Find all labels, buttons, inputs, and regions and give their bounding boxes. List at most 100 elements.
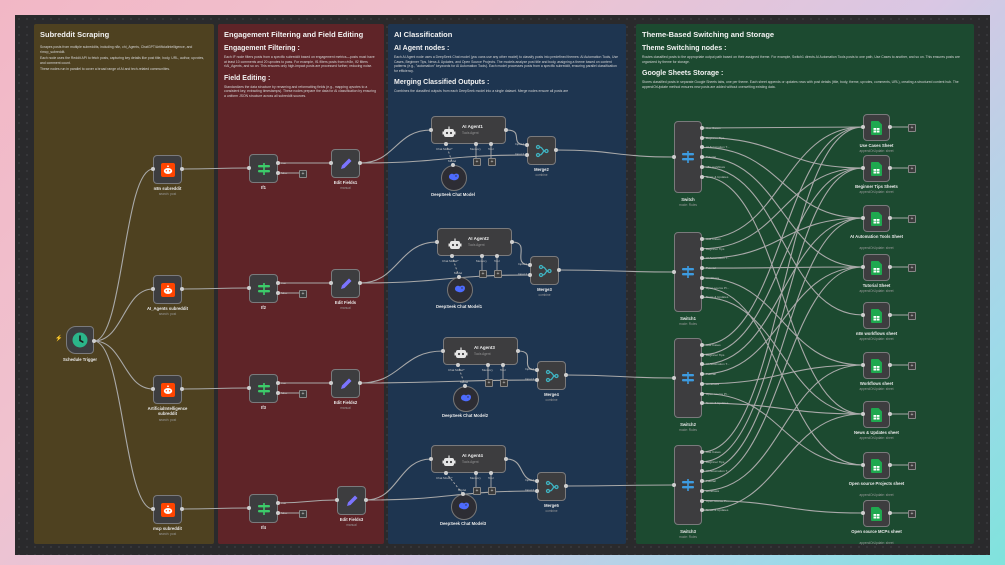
connection-port[interactable] [861,166,865,170]
if-node[interactable] [249,154,278,183]
connection-port[interactable] [888,216,892,220]
if-node[interactable] [249,374,278,403]
merge-input-2[interactable] [528,273,532,277]
schedule-trigger-node[interactable] [66,326,94,354]
deepseek-model-node[interactable] [447,277,473,303]
connection-port[interactable] [180,387,184,391]
connection-port[interactable] [504,457,508,461]
connection-port[interactable] [180,287,184,291]
chat-model-port[interactable] [450,254,454,258]
reddit-node[interactable] [153,495,182,524]
switch-output-port[interactable] [700,508,704,513]
connection-port[interactable] [92,339,96,343]
switch-output-port[interactable] [700,275,704,280]
add-node-button[interactable]: + [908,510,916,518]
add-node-button[interactable]: + [494,270,502,278]
edit-fields-node[interactable] [331,269,360,298]
connection-port[interactable] [672,270,676,274]
connection-port[interactable] [564,373,568,377]
merge-input-1[interactable] [535,479,539,483]
connection-port[interactable] [672,483,676,487]
connection-port[interactable] [557,268,561,272]
connection-port[interactable] [888,363,892,367]
connection-port[interactable] [888,313,892,317]
merge-node[interactable] [537,361,566,390]
connection-port[interactable] [276,511,280,515]
google-sheets-node[interactable] [863,254,890,281]
switch-output-port[interactable] [700,126,704,130]
connection-port[interactable] [151,507,155,511]
connection-port[interactable] [861,216,865,220]
memory-port[interactable] [480,254,484,258]
connection-port[interactable] [180,167,184,171]
switch-node[interactable] [674,121,702,193]
connection-port[interactable] [861,511,865,515]
merge-input-1[interactable] [535,368,539,372]
google-sheets-node[interactable] [863,155,890,182]
connection-port[interactable] [151,287,155,291]
connection-port[interactable] [276,171,280,175]
connection-port[interactable] [888,265,892,269]
model-port[interactable] [461,492,465,496]
switch-output-port[interactable] [700,266,704,271]
add-node-button[interactable]: + [500,379,508,387]
connection-port[interactable] [358,281,362,285]
tool-port[interactable] [489,142,493,146]
switch-output-port[interactable] [700,145,704,150]
connection-port[interactable] [888,511,892,515]
google-sheets-node[interactable] [863,302,890,329]
switch-output-port[interactable] [700,352,704,357]
connection-port[interactable] [564,484,568,488]
model-port[interactable] [451,163,455,167]
reddit-node[interactable] [153,375,182,404]
switch-output-port[interactable] [700,391,704,396]
deepseek-model-node[interactable] [453,386,479,412]
connection-port[interactable] [276,281,280,285]
merge-input-2[interactable] [525,153,529,157]
connection-port[interactable] [672,155,676,159]
connection-port[interactable] [247,506,251,510]
switch-output-port[interactable] [700,381,704,386]
connection-port[interactable] [510,240,514,244]
add-node-button[interactable]: + [908,264,916,272]
tool-port[interactable] [495,254,499,258]
switch-output-port[interactable] [700,362,704,367]
connection-port[interactable] [888,412,892,416]
reddit-node[interactable] [153,275,182,304]
switch-output-port[interactable] [700,488,704,493]
memory-port[interactable] [474,142,478,146]
add-node-button[interactable]: + [299,170,307,178]
connection-port[interactable] [358,381,362,385]
model-port[interactable] [463,384,467,388]
merge-input-1[interactable] [528,263,532,267]
tool-port[interactable] [489,471,493,475]
connection-port[interactable] [276,501,280,505]
switch-output-port[interactable] [700,155,704,160]
connection-port[interactable] [861,265,865,269]
connection-port[interactable] [180,507,184,511]
deepseek-model-node[interactable] [451,494,477,520]
connection-port[interactable] [861,125,865,129]
add-node-button[interactable]: + [908,462,916,470]
merge-input-2[interactable] [535,489,539,493]
add-node-button[interactable]: + [479,270,487,278]
connection-port[interactable] [888,125,892,129]
google-sheets-node[interactable] [863,114,890,141]
connection-port[interactable] [429,128,433,132]
model-port[interactable] [457,275,461,279]
connection-port[interactable] [276,381,280,385]
add-node-button[interactable]: + [485,379,493,387]
connection-port[interactable] [151,167,155,171]
add-node-button[interactable]: + [908,411,916,419]
connection-port[interactable] [861,313,865,317]
add-node-button[interactable]: + [908,124,916,132]
add-node-button[interactable]: + [299,390,307,398]
add-node-button[interactable]: + [908,215,916,223]
switch-output-port[interactable] [700,450,704,454]
connection-port[interactable] [329,281,333,285]
switch-output-port[interactable] [700,174,704,179]
connection-port[interactable] [554,148,558,152]
switch-node[interactable] [674,338,702,418]
